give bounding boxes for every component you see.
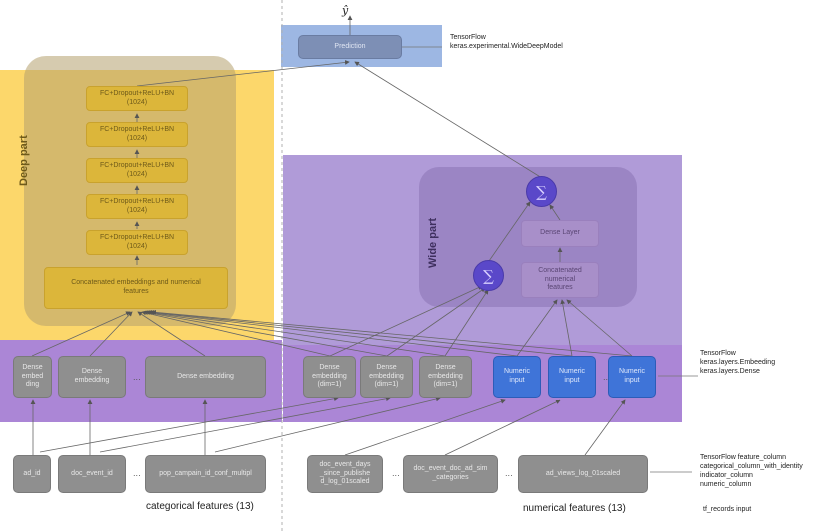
input-doc-event-id: doc_event_id	[58, 455, 126, 493]
dense-embedding-left-1: Dense embed ding	[13, 356, 52, 398]
wide-embedding-sigma: ∑	[473, 260, 504, 291]
deep-fc-layer-5: FC+Dropout+ReLU+BN (1024)	[86, 230, 188, 255]
ellipsis-num-1: ...	[392, 469, 400, 478]
dense-embedding-left-3: Dense embedding	[145, 356, 266, 398]
numeric-input-2: Numeric input	[548, 356, 596, 398]
wide-dense-layer: Dense Layer	[521, 220, 599, 247]
dense-embedding-dim1-2: Dense embedding (dim=1)	[360, 356, 413, 398]
ellipsis-numeric: ...	[603, 373, 611, 382]
ellipsis-cat: ...	[133, 469, 141, 478]
deep-concat-node: Concatenated embeddings and numerical fe…	[44, 267, 228, 309]
dense-embedding-dim1-1: Dense embedding (dim=1)	[303, 356, 356, 398]
ellipsis-emb: ...	[133, 373, 141, 382]
input-ad-id: ad_id	[13, 455, 51, 493]
prediction-node: Prediction	[298, 35, 402, 59]
deep-fc-layer-3: FC+Dropout+ReLU+BN (1024)	[86, 158, 188, 183]
input-doc-event-doc-ad-sim: doc_event_doc_ad_sim _categories	[403, 455, 498, 493]
wide-part-title: Wide part	[427, 217, 439, 268]
y-hat-symbol: ŷ	[342, 4, 349, 17]
dense-embedding-dim1-3: Dense embedding (dim=1)	[419, 356, 472, 398]
input-pop-campain-id: pop_campain_id_conf_multipl	[145, 455, 266, 493]
annotation-wide-deep-model: TensorFlow keras.experimental.WideDeepMo…	[450, 34, 563, 50]
deep-fc-layer-4: FC+Dropout+ReLU+BN (1024)	[86, 194, 188, 219]
annotation-feature-column: TensorFlow feature_column categorical_co…	[700, 454, 803, 488]
input-doc-event-days: doc_event_days _since_publishe d_log_01s…	[307, 455, 383, 493]
dense-embedding-left-2: Dense embedding	[58, 356, 126, 398]
input-ad-views-log: ad_views_log_01scaled	[518, 455, 648, 493]
wide-output-sigma: ∑	[526, 176, 557, 207]
categorical-features-label: categorical features (13)	[146, 501, 254, 512]
annotation-keras-layers: TensorFlow keras.layers.Embeeding keras.…	[700, 350, 776, 375]
ellipsis-num-2: ...	[505, 469, 513, 478]
deep-fc-layer-2: FC+Dropout+ReLU+BN (1024)	[86, 122, 188, 147]
numeric-input-1: Numeric input	[493, 356, 541, 398]
numerical-features-label: numerical features (13)	[523, 503, 626, 514]
deep-part-title: Deep part	[18, 135, 30, 186]
deep-fc-layer-1: FC+Dropout+ReLU+BN (1024)	[86, 86, 188, 111]
wide-concat-numerical: Concatenated numerical features	[521, 262, 599, 298]
annotation-tf-records: tf_records input	[703, 506, 752, 513]
numeric-input-3: Numeric input	[608, 356, 656, 398]
